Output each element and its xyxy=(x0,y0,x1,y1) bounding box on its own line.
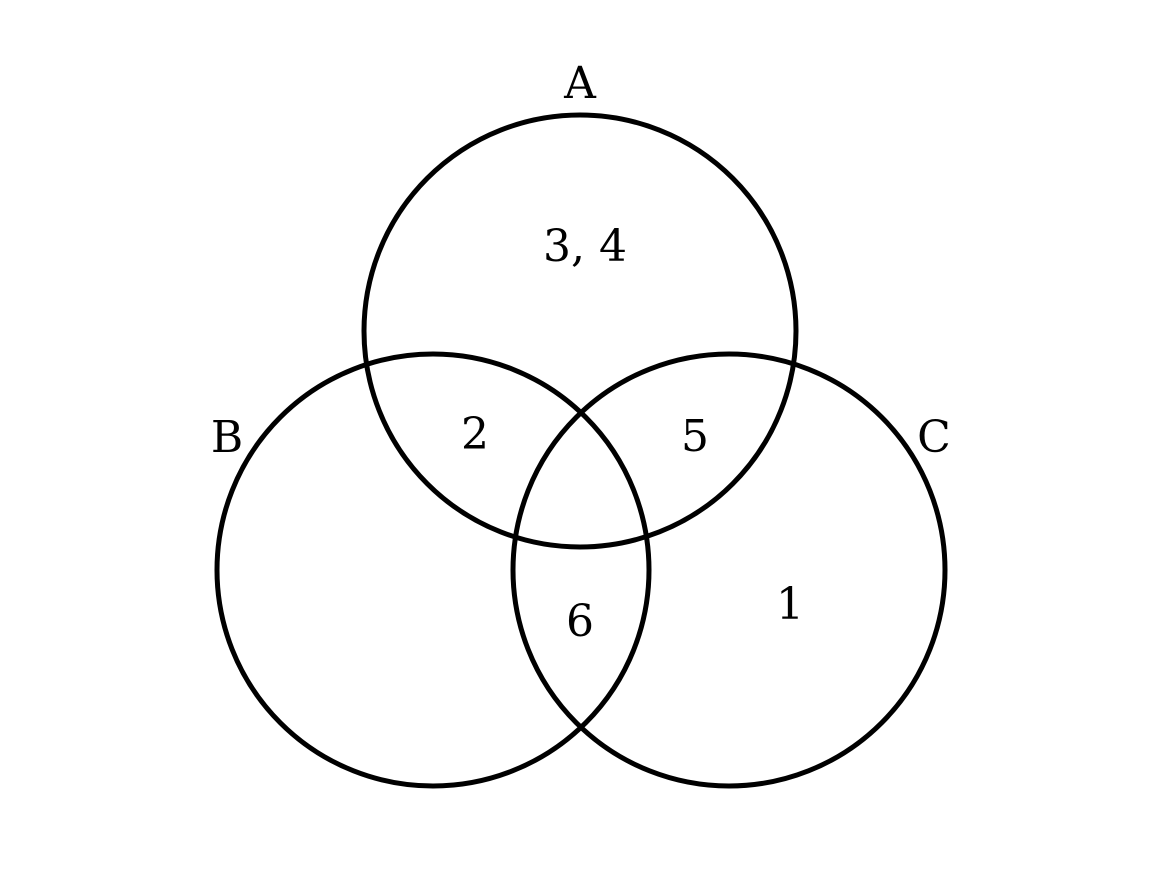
region-b-c: 6 xyxy=(566,596,594,647)
region-a-c: 5 xyxy=(681,411,709,462)
region-a-only: 3, 4 xyxy=(543,221,627,272)
circle-b xyxy=(214,351,652,789)
circle-c xyxy=(510,351,948,789)
circle-a xyxy=(361,112,799,550)
label-set-c: C xyxy=(917,412,951,463)
label-set-a: A xyxy=(563,58,597,109)
label-set-b: B xyxy=(211,412,243,463)
region-c-only: 1 xyxy=(776,579,804,630)
region-a-b: 2 xyxy=(461,409,489,460)
